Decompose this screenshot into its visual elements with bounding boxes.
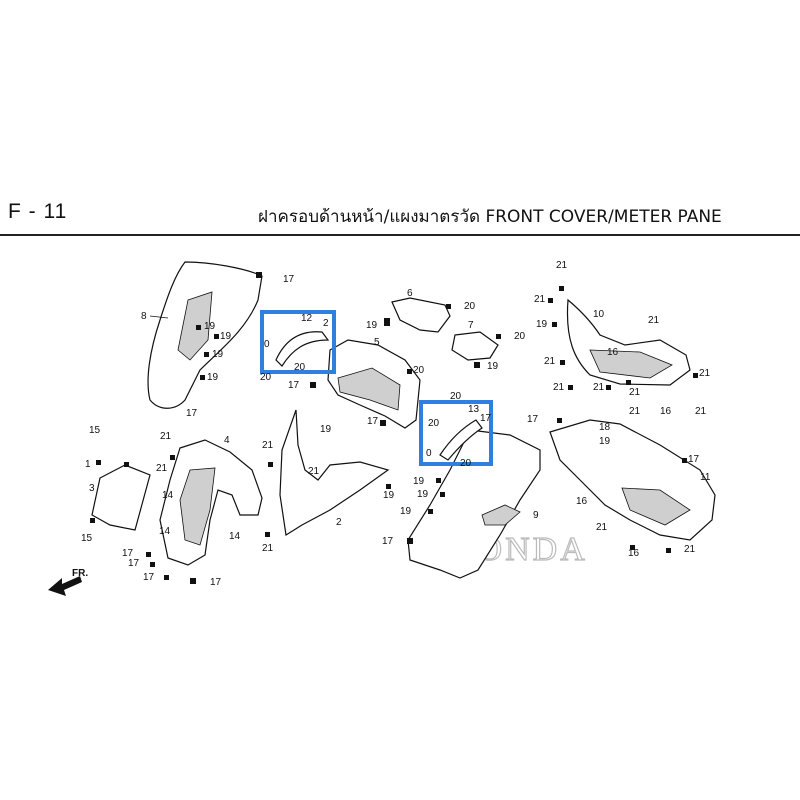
callout-21: 21 (684, 544, 696, 555)
callout-21: 21 (629, 406, 641, 417)
callout-15: 15 (81, 533, 93, 544)
callout-0: 0 (264, 339, 270, 350)
callout-16: 16 (628, 548, 640, 559)
callout-21: 21 (695, 406, 707, 417)
callout-21: 21 (534, 294, 546, 305)
callout-17: 17 (128, 558, 140, 569)
callout-14: 14 (162, 490, 174, 501)
callout-19: 19 (400, 506, 412, 517)
callout-21: 21 (596, 522, 608, 533)
callout-19: 19 (417, 489, 429, 500)
callout-21: 21 (699, 368, 711, 379)
callout-13: 13 (468, 404, 480, 415)
direction-label: FR. (72, 568, 88, 579)
part-7-small-cover (451, 331, 499, 361)
title-divider (0, 234, 800, 236)
callout-17: 17 (283, 274, 295, 285)
callout-5: 5 (374, 337, 380, 348)
callout-20: 20 (428, 418, 440, 429)
callout-21: 21 (556, 260, 568, 271)
callout-19: 19 (383, 490, 395, 501)
callout-20: 20 (464, 301, 476, 312)
callout-19: 19 (320, 424, 332, 435)
callout-3: 3 (89, 483, 95, 494)
callout-12: 12 (301, 313, 313, 324)
part-10-meter-frame (566, 298, 691, 386)
callout-20: 20 (450, 391, 462, 402)
callout-19: 19 (207, 372, 219, 383)
callout-21: 21 (308, 466, 320, 477)
part-6-upper-cover (391, 297, 451, 333)
callout-17: 17 (288, 380, 300, 391)
callout-17: 17 (210, 577, 222, 588)
callout-19: 19 (204, 321, 216, 332)
highlight-part-12 (260, 310, 336, 374)
part-2-front-cover (279, 409, 390, 536)
callout-2: 2 (323, 318, 329, 329)
fastener-marks (90, 272, 698, 584)
callout-18: 18 (599, 422, 611, 433)
callout-20: 20 (460, 458, 472, 469)
part-9-side-cover (407, 429, 541, 579)
callout-16: 16 (576, 496, 588, 507)
callout-17: 17 (480, 413, 492, 424)
callout-16: 16 (607, 347, 619, 358)
callout-17: 17 (143, 572, 155, 583)
callout-21: 21 (160, 431, 172, 442)
callout-17: 17 (122, 548, 134, 559)
callout-21: 21 (629, 387, 641, 398)
callout-21: 21 (262, 440, 274, 451)
callout-21: 21 (262, 543, 274, 554)
callout-10: 10 (593, 309, 605, 320)
callout-11: 11 (700, 472, 711, 483)
highlight-part-13 (419, 400, 493, 466)
callout-17: 17 (527, 414, 539, 425)
callout-20: 20 (260, 372, 272, 383)
callout-0: 0 (426, 448, 432, 459)
callout-1: 1 (85, 459, 91, 470)
callout-21: 21 (156, 463, 168, 474)
callout-6: 6 (407, 288, 413, 299)
callout-21: 21 (593, 382, 605, 393)
callout-19: 19 (536, 319, 548, 330)
callout-17: 17 (382, 536, 394, 547)
callout-19: 19 (366, 320, 378, 331)
callout-17: 17 (186, 408, 198, 419)
front-direction-arrow-icon (48, 576, 82, 596)
page-code: F - 11 (8, 200, 68, 223)
part-4-inner-bracket (159, 439, 263, 566)
callout-19: 19 (212, 349, 224, 360)
callout-20: 20 (413, 365, 425, 376)
callout-21: 21 (544, 356, 556, 367)
callout-14: 14 (229, 531, 241, 542)
callout-19: 19 (599, 436, 611, 447)
callout-14: 14 (159, 526, 171, 537)
callout-20: 20 (514, 331, 526, 342)
callout-4: 4 (224, 435, 230, 446)
callout-21: 21 (648, 315, 660, 326)
callout-7: 7 (468, 320, 474, 331)
part-8-inner-cover (147, 261, 263, 409)
part-11-lower-cover (549, 419, 716, 541)
callout-16: 16 (660, 406, 672, 417)
callout-9: 9 (533, 510, 539, 521)
part-3-panel (91, 464, 151, 531)
callout-17: 17 (688, 454, 700, 465)
callout-8: 8 (141, 311, 147, 322)
callout-21: 21 (553, 382, 565, 393)
callout-17: 17 (367, 416, 379, 427)
callout-19: 19 (487, 361, 499, 372)
callout-15: 15 (89, 425, 101, 436)
part-5-center-panel (327, 339, 421, 429)
callout-2: 2 (336, 517, 342, 528)
callout-20: 20 (294, 362, 306, 373)
page-title: ฝาครอบด้านหน้า/แผงมาตรวัด FRONT COVER/ME… (258, 207, 722, 227)
callout-19: 19 (413, 476, 425, 487)
callout-19: 19 (220, 331, 232, 342)
